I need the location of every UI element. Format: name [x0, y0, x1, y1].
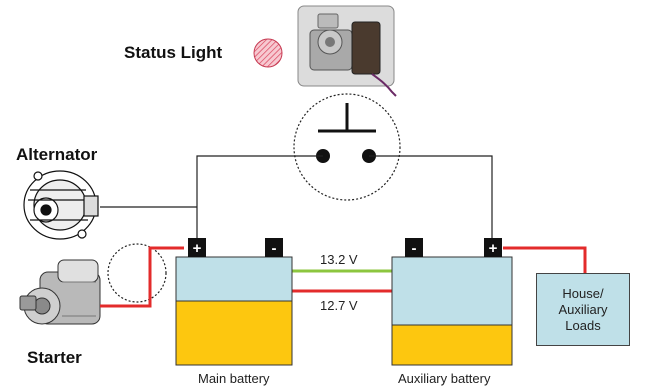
control-wires — [100, 155, 493, 238]
main-negative-terminal — [265, 238, 283, 257]
status-light-icon — [253, 38, 283, 68]
main-battery-label: Main battery — [198, 371, 270, 386]
svg-text:+: + — [193, 240, 202, 257]
starter-label: Starter — [27, 348, 82, 367]
status-light-label: Status Light — [124, 43, 223, 62]
svg-text:+: + — [489, 240, 498, 257]
loads-label-line-3: Loads — [565, 317, 601, 333]
svg-text:-: - — [272, 240, 277, 257]
voltage-low-label: 12.7 V — [320, 298, 358, 313]
main-positive-terminal — [188, 238, 206, 257]
terminals: + - - + — [188, 238, 502, 257]
switch-symbol-icon — [293, 93, 401, 201]
loads-label-line-1: House/ — [562, 285, 604, 301]
house-auxiliary-loads-box: House/ Auxiliary Loads — [536, 273, 630, 346]
starter-connection-marker — [107, 243, 167, 303]
solenoid-relay-icon — [297, 5, 397, 97]
loads-label-line-2: Auxiliary — [558, 301, 608, 317]
svg-text:-: - — [412, 240, 417, 257]
main-battery — [175, 256, 293, 366]
alternator-label: Alternator — [16, 145, 98, 164]
auxiliary-battery-label: Auxiliary battery — [398, 371, 491, 386]
voltage-high-label: 13.2 V — [320, 252, 358, 267]
auxiliary-battery — [391, 256, 513, 366]
starter-motor-icon — [19, 259, 101, 325]
aux-negative-terminal — [405, 238, 423, 257]
alternator-icon — [23, 170, 99, 240]
aux-positive-terminal — [484, 238, 502, 257]
